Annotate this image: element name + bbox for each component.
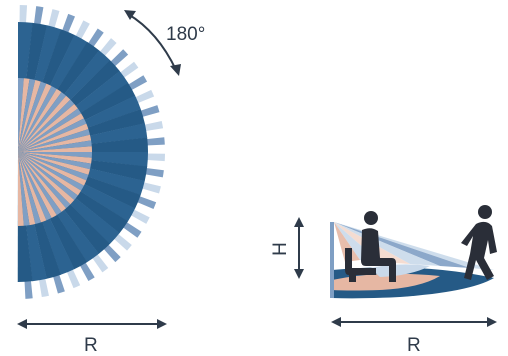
core-zone-segment — [18, 78, 36, 152]
core-zone-segment — [18, 152, 62, 216]
outer-tick-segment — [139, 105, 160, 118]
core-zone-segment — [18, 152, 30, 226]
core-zone-segment — [18, 140, 92, 152]
core-zone-segment — [18, 108, 82, 152]
core-zone-segment — [18, 152, 87, 186]
range-arrow-side-view — [331, 317, 497, 327]
core-zone-segment — [18, 113, 84, 152]
core-zone-segment — [18, 78, 24, 152]
core-zone-segment — [18, 152, 41, 224]
height-arrowhead-bottom — [294, 269, 304, 279]
height-arrow — [294, 217, 304, 279]
outer-tick-segment — [61, 13, 76, 35]
height-label: H — [270, 242, 291, 256]
range-label-top-view: R — [84, 335, 98, 356]
outer-tick-segment — [129, 208, 150, 224]
top-view: 180° R — [17, 5, 205, 356]
core-zone-segment — [18, 80, 41, 152]
outer-tick-segment — [87, 28, 104, 49]
outer-tick-segment — [133, 89, 155, 104]
core-zone-segment — [18, 152, 36, 226]
outer-tick-segment — [143, 121, 164, 132]
core-zone-segment — [18, 152, 75, 205]
angle-arrowhead-bottom — [170, 64, 181, 76]
outer-tick-segment — [109, 49, 129, 68]
sensor-mount — [330, 222, 334, 298]
core-zone-segment — [18, 152, 84, 191]
core-zone-segment — [18, 152, 24, 226]
core-zone-segment — [18, 129, 90, 152]
sitting-person-icon — [345, 211, 396, 282]
angle-label: 180° — [166, 24, 205, 45]
outer-tick-segment — [145, 153, 165, 162]
range-arrowhead-left-side — [331, 317, 341, 327]
angle-arrowhead-top — [124, 10, 136, 20]
angle-arc — [127, 13, 177, 71]
height-arrowhead-top — [294, 217, 304, 227]
core-zone-segment — [18, 152, 90, 175]
outer-tick-segment — [127, 75, 148, 91]
outer-tick-segment — [19, 5, 28, 25]
range-arrowhead-right — [157, 319, 167, 329]
outer-tick-segment — [52, 273, 65, 294]
core-zone-segment — [18, 134, 92, 152]
outer-tick-segment — [112, 233, 132, 251]
outer-tick-segment — [119, 61, 139, 79]
outer-tick-segment — [24, 279, 33, 299]
core-zone-segment — [18, 152, 92, 158]
beam-segment — [334, 222, 360, 262]
core-zone-segment — [18, 152, 67, 212]
core-zone-segment — [18, 152, 47, 223]
core-zone-segment — [18, 99, 75, 152]
floor-highlight — [332, 273, 440, 291]
outer-tick-segment — [99, 38, 117, 58]
core-zone-segment — [18, 152, 92, 170]
core-zone-segment — [18, 95, 71, 152]
core-zone-segment — [18, 118, 87, 152]
core-zone-segment — [18, 152, 52, 221]
outer-tick-segment — [140, 181, 161, 194]
outer-tick-segment — [144, 167, 164, 178]
outer-tick-segment — [91, 253, 109, 273]
core-zone-segment — [18, 103, 78, 152]
core-zone-segment — [18, 81, 47, 152]
walking-person-icon — [461, 205, 497, 280]
range-arrowhead-right-side — [487, 317, 497, 327]
outer-tick-segment — [38, 277, 49, 298]
side-view: H R — [270, 205, 497, 356]
core-zone-segment — [18, 78, 30, 152]
outer-tick-segment — [66, 267, 81, 289]
outer-tick-segment — [102, 243, 121, 263]
core-zone-segment — [18, 123, 89, 152]
core-zone-segment — [18, 152, 92, 164]
core-zone-segment — [18, 152, 71, 209]
salmon-core-zone — [18, 78, 92, 226]
outer-tick-segment — [33, 6, 44, 26]
range-arrowhead-left — [17, 319, 27, 329]
core-zone-segment — [18, 83, 52, 152]
core-zone-segment — [18, 146, 92, 152]
range-label-side-view: R — [407, 335, 421, 356]
core-zone-segment — [18, 152, 89, 181]
outer-tick-segment — [74, 20, 90, 41]
floor-highlight-inner — [370, 264, 430, 277]
core-zone-segment — [18, 86, 57, 152]
outer-tick-segment — [79, 261, 95, 282]
outer-tick-segment — [121, 221, 142, 238]
angle-arrow — [124, 10, 181, 76]
core-zone-segment — [18, 88, 62, 152]
core-zone-segment — [18, 152, 78, 201]
beam-segment — [334, 222, 440, 266]
outer-zone-ticks — [19, 5, 165, 299]
outer-tick-segment — [47, 9, 60, 30]
outer-tick-segment — [135, 195, 157, 210]
core-zone-segment — [18, 152, 82, 196]
core-zone-segment — [18, 92, 67, 152]
range-arrow-top-view — [17, 319, 167, 329]
outer-tick-segment — [145, 137, 165, 146]
core-zone-segment — [18, 152, 57, 218]
